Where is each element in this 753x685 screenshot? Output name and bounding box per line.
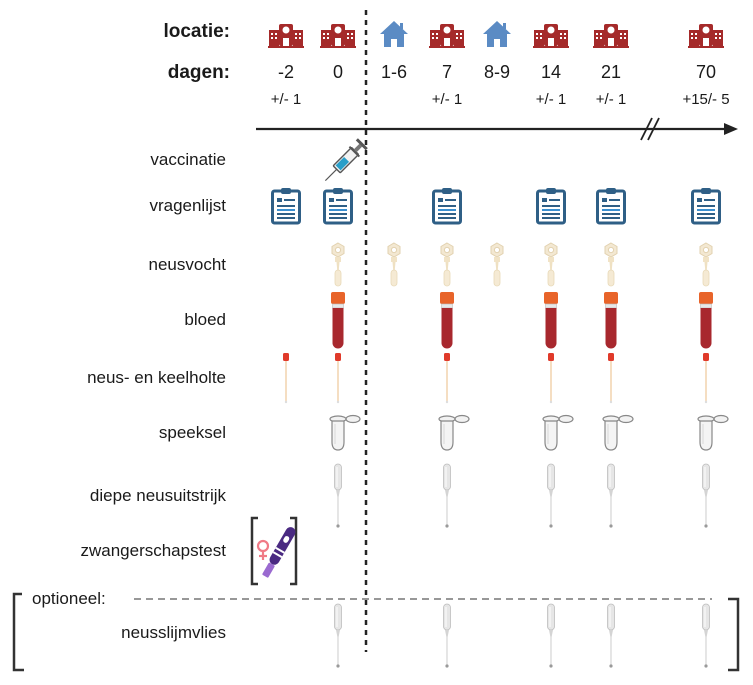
day-tolerance: +15/- 5	[682, 91, 730, 108]
row-label: neus- en keelholte	[87, 368, 226, 387]
day-label: 21	[600, 62, 622, 82]
day-tolerance: +/- 1	[270, 91, 302, 108]
nasal-curette-icon	[442, 603, 452, 674]
home-icon	[482, 20, 512, 53]
row-label: bloed	[184, 310, 226, 329]
nasal-curette-icon	[333, 603, 343, 674]
pregnancy-test-icon	[249, 516, 299, 591]
hospital-icon	[593, 22, 629, 53]
nasal-sampler-icon	[489, 242, 505, 293]
nasal-sampler-icon	[386, 242, 402, 293]
nasal-curette-icon	[701, 603, 711, 674]
day-label: 1-6	[380, 62, 407, 82]
day-label: 7	[441, 62, 452, 82]
syringe-icon	[322, 133, 374, 188]
blood-tube-icon	[603, 291, 619, 354]
nasal-curette-icon	[546, 463, 556, 534]
blood-tube-icon	[330, 291, 346, 354]
blood-tube-icon	[543, 291, 559, 354]
home-icon	[379, 20, 409, 53]
optional-bracket-right	[728, 597, 740, 672]
row-label: speeksel	[158, 423, 226, 442]
nasal-curette-icon	[606, 463, 616, 534]
row-label: diepe neusuitstrijk	[89, 486, 226, 505]
optional-bracket-left	[12, 592, 24, 672]
clipboard-icon	[691, 187, 721, 230]
day-label: 0	[332, 62, 343, 82]
clipboard-icon	[536, 187, 566, 230]
clipboard-icon	[596, 187, 626, 230]
nasal-sampler-icon	[330, 242, 346, 293]
day-tolerance: +/- 1	[595, 91, 627, 108]
row-label: vaccinatie	[150, 150, 226, 169]
nasal-sampler-icon	[543, 242, 559, 293]
nasal-curette-icon	[442, 463, 452, 534]
nasal-sampler-icon	[698, 242, 714, 293]
hospital-icon	[533, 22, 569, 53]
day-tolerance: +/- 1	[431, 91, 463, 108]
optional-label: optioneel:	[32, 589, 106, 608]
day-label: 8-9	[483, 62, 510, 82]
location-header: locatie:	[163, 21, 230, 42]
hospital-icon	[320, 22, 356, 53]
day-label: 14	[540, 62, 562, 82]
days-header: dagen:	[167, 62, 230, 83]
time-axis-arrow-icon	[724, 123, 738, 135]
hospital-icon	[268, 22, 304, 53]
clipboard-icon	[432, 187, 462, 230]
day-label: -2	[277, 62, 294, 82]
nasal-curette-icon	[333, 463, 343, 534]
nasal-sampler-icon	[439, 242, 455, 293]
row-label-optional: neusslijmvlies	[121, 623, 226, 642]
hospital-icon	[429, 22, 465, 53]
row-label: neusvocht	[148, 255, 227, 274]
swab-icon	[546, 352, 556, 409]
hospital-icon	[688, 22, 724, 53]
microtube-icon	[542, 414, 574, 457]
clipboard-icon	[323, 187, 353, 230]
microtube-icon	[697, 414, 729, 457]
day-label: 70	[695, 62, 717, 82]
swab-icon	[701, 352, 711, 409]
microtube-icon	[438, 414, 470, 457]
swab-icon	[606, 352, 616, 409]
clipboard-icon	[271, 187, 301, 230]
blood-tube-icon	[698, 291, 714, 354]
nasal-curette-icon	[701, 463, 711, 534]
axis-break-icon	[640, 117, 660, 141]
nasal-sampler-icon	[603, 242, 619, 293]
swab-icon	[281, 352, 291, 409]
day-tolerance: +/- 1	[535, 91, 567, 108]
swab-icon	[333, 352, 343, 409]
swab-icon	[442, 352, 452, 409]
row-label: zwangerschapstest	[80, 541, 226, 560]
blood-tube-icon	[439, 291, 455, 354]
nasal-curette-icon	[546, 603, 556, 674]
microtube-icon	[602, 414, 634, 457]
nasal-curette-icon	[606, 603, 616, 674]
microtube-icon	[329, 414, 361, 457]
row-label: vragenlijst	[149, 196, 226, 215]
